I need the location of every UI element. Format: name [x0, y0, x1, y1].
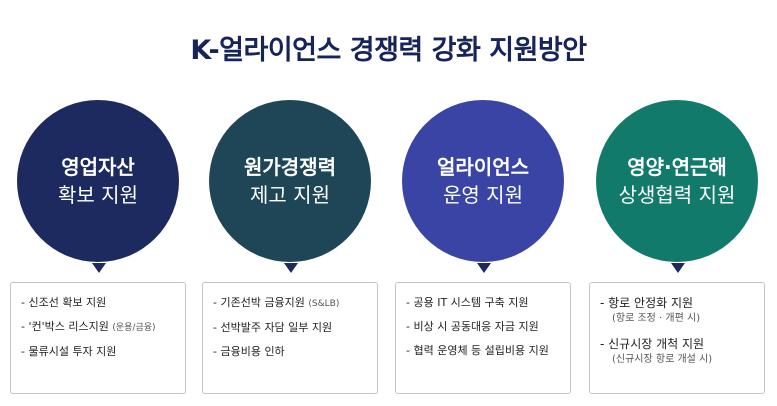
- list-item: - 협력 운영체 등 설립비용 지원: [406, 344, 549, 357]
- circle-subtitle: 제고 지원: [250, 183, 330, 207]
- list-item: - 물류시설 투자 지원: [21, 345, 117, 358]
- column-sales-assets: 영업자산 확보 지원 - 신조선 확보 지원 - '컨'박스 리스지원 (운용/…: [10, 100, 188, 400]
- circle-subtitle: 확보 지원: [58, 183, 138, 207]
- circle-cost-competitiveness: 원가경쟁력 제고 지원: [209, 100, 371, 262]
- list-item: - 공용 IT 시스템 구축 지원: [406, 296, 529, 309]
- circle-title: 원가경쟁력: [244, 155, 336, 179]
- circle-sales-assets: 영업자산 확보 지원: [17, 100, 179, 262]
- column-coastal-cooperation: 영양·연근해 상생협력 지원 - 항로 안정화 지원 (항로 조정 · 개편 시…: [589, 100, 767, 400]
- down-arrow-icon: [284, 263, 298, 273]
- circle-subtitle: 상생협력 지원: [618, 183, 736, 207]
- support-list-box: - 기존선박 금융지원 (S&LB) - 선박발주 자담 일부 지원 - 금융비…: [202, 282, 378, 394]
- diagram-title: K-얼라이언스 경쟁력 강화 지원방안: [190, 35, 587, 66]
- circle-title: 영양·연근해: [627, 155, 727, 179]
- column-cost-competitiveness: 원가경쟁력 제고 지원 - 기존선박 금융지원 (S&LB) - 선박발주 자담…: [202, 100, 380, 400]
- list-item: - 신규시장 개척 지원: [600, 337, 705, 351]
- circle-subtitle: 운영 지원: [443, 183, 523, 207]
- circle-alliance-operation: 얼라이언스 운영 지원: [402, 100, 564, 262]
- circle-title: 영업자산: [61, 155, 135, 179]
- down-arrow-icon: [92, 263, 106, 273]
- column-alliance-operation: 얼라이언스 운영 지원 - 공용 IT 시스템 구축 지원 - 비상 시 공동대…: [395, 100, 573, 400]
- list-item: - 항로 안정화 지원: [600, 296, 694, 310]
- circle-coastal-cooperation: 영양·연근해 상생협력 지원: [596, 100, 758, 262]
- support-list-box: - 항로 안정화 지원 (항로 조정 · 개편 시) - 신규시장 개척 지원 …: [589, 282, 765, 394]
- circle-title: 얼라이언스: [437, 155, 529, 179]
- list-item: - 금융비용 인하: [213, 345, 285, 358]
- list-item: - 선박발주 자담 일부 지원: [213, 321, 333, 334]
- list-item: - 비상 시 공동대응 자금 지원: [406, 320, 539, 333]
- support-list-box: - 신조선 확보 지원 - '컨'박스 리스지원 (운용/금융) - 물류시설 …: [10, 282, 186, 394]
- list-item-note: (신규시장 항로 개설 시): [612, 354, 713, 365]
- support-list-box: - 공용 IT 시스템 구축 지원 - 비상 시 공동대응 자금 지원 - 협력…: [395, 282, 571, 394]
- list-item: - 신조선 확보 지원: [21, 296, 107, 309]
- list-item: - 기존선박 금융지원 (S&LB): [213, 296, 340, 309]
- down-arrow-icon: [671, 263, 685, 273]
- down-arrow-icon: [477, 263, 491, 273]
- list-item: - '컨'박스 리스지원 (운용/금융): [21, 320, 156, 333]
- list-item-note: (항로 조정 · 개편 시): [612, 313, 701, 324]
